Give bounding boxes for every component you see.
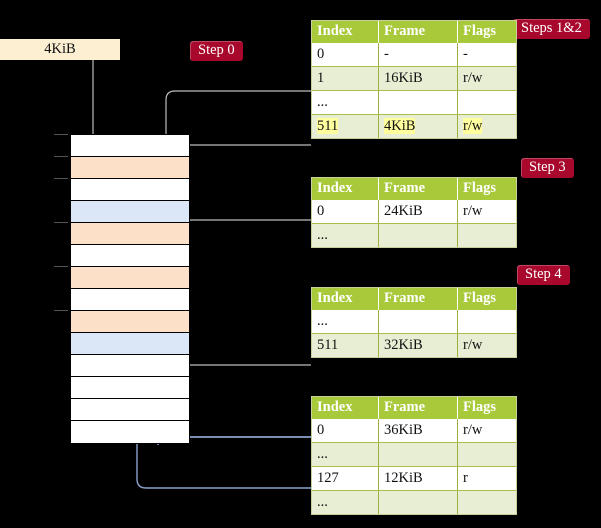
cell-index: 0: [312, 200, 379, 224]
cell-frame: 32KiB: [378, 333, 458, 357]
virtual-page-4kib-box: 4KiB: [0, 39, 120, 60]
cell-frame: 24KiB: [378, 200, 458, 224]
column-header-index: Index: [312, 397, 379, 419]
column-header-frame: Frame: [378, 288, 458, 310]
cell-frame: [378, 442, 458, 467]
memory-frame-row: [71, 355, 189, 377]
badge-step-0: Step 0: [190, 41, 243, 61]
memory-frame-row: [71, 245, 189, 267]
cell-flags: [457, 490, 516, 514]
badge-step-3: Step 3: [521, 158, 574, 178]
column-header-flags: Flags: [457, 288, 516, 310]
memory-frame-row: [71, 289, 189, 311]
column-header-index: Index: [312, 178, 379, 200]
highlighted-value: 4KiB: [384, 117, 416, 134]
memory-frame-tick: [54, 178, 68, 179]
cell-flags: r/w: [457, 419, 516, 443]
cell-index: 1: [312, 66, 379, 91]
column-header-index: Index: [312, 288, 379, 310]
memory-frame-row: [71, 157, 189, 179]
memory-frame-row: [71, 201, 189, 223]
memory-frame-tick: [54, 310, 68, 311]
cell-frame: [378, 90, 458, 115]
memory-frame-tick: [54, 134, 68, 135]
cell-frame: [378, 490, 458, 514]
cell-index: 127: [312, 466, 379, 491]
column-header-flags: Flags: [457, 21, 516, 43]
column-header-flags: Flags: [457, 397, 516, 419]
cell-frame: 36KiB: [378, 419, 458, 443]
table-row[interactable]: ...: [312, 90, 516, 115]
cell-index: 0: [312, 43, 379, 67]
memory-frame-row: [71, 179, 189, 201]
cell-flags: r: [457, 466, 516, 491]
table-row[interactable]: ...: [312, 442, 516, 467]
cell-frame: 16KiB: [378, 66, 458, 91]
memory-frame-tick: [54, 156, 68, 157]
column-header-index: Index: [312, 21, 379, 43]
memory-frame-row: [71, 377, 189, 399]
column-header-flags: Flags: [457, 178, 516, 200]
memory-frame-tick: [54, 222, 68, 223]
table-row[interactable]: ...: [312, 223, 516, 247]
highlighted-value: 511: [317, 117, 339, 134]
cell-flags: r/w: [457, 333, 516, 357]
cell-frame: [378, 223, 458, 247]
highlighted-value: r/w: [463, 117, 483, 134]
cell-index: ...: [312, 310, 379, 334]
cell-flags: [457, 90, 516, 115]
memory-frame-row: [71, 311, 189, 333]
cell-flags: r/w: [457, 114, 516, 138]
cell-flags: [457, 310, 516, 334]
cell-frame: 12KiB: [378, 466, 458, 491]
cell-flags: [457, 223, 516, 247]
cell-flags: [457, 442, 516, 467]
memory-frame-row: [71, 333, 189, 355]
cell-frame: [378, 310, 458, 334]
cell-index: 511: [312, 114, 379, 138]
cell-index: ...: [312, 442, 379, 467]
memory-frame-tick: [54, 266, 68, 267]
cell-frame: 4KiB: [378, 114, 458, 138]
cell-index: ...: [312, 223, 379, 247]
memory-frame-row: [71, 267, 189, 289]
memory-frame-row: [71, 421, 189, 443]
physical-memory-frames: [70, 134, 190, 444]
memory-frame-row: [71, 399, 189, 421]
cell-index: ...: [312, 90, 379, 115]
table-row[interactable]: 0--: [312, 43, 516, 67]
cell-flags: r/w: [457, 200, 516, 224]
cell-index: 511: [312, 333, 379, 357]
virtual-page-label: 4KiB: [44, 41, 76, 57]
table-row[interactable]: 511 4KiB r/w: [312, 114, 516, 138]
memory-frame-row: [71, 223, 189, 245]
column-header-frame: Frame: [378, 21, 458, 43]
cell-index: ...: [312, 490, 379, 514]
column-header-frame: Frame: [378, 397, 458, 419]
badge-step-4: Step 4: [517, 265, 570, 285]
cell-flags: r/w: [457, 66, 516, 91]
badge-steps-1-2: Steps 1&2: [513, 19, 590, 39]
cell-frame: -: [378, 43, 458, 67]
column-header-frame: Frame: [378, 178, 458, 200]
cell-flags: -: [457, 43, 516, 67]
cell-index: 0: [312, 419, 379, 443]
memory-frame-row: [71, 135, 189, 157]
table-row[interactable]: ...: [312, 490, 516, 514]
table-row[interactable]: ...: [312, 310, 516, 334]
